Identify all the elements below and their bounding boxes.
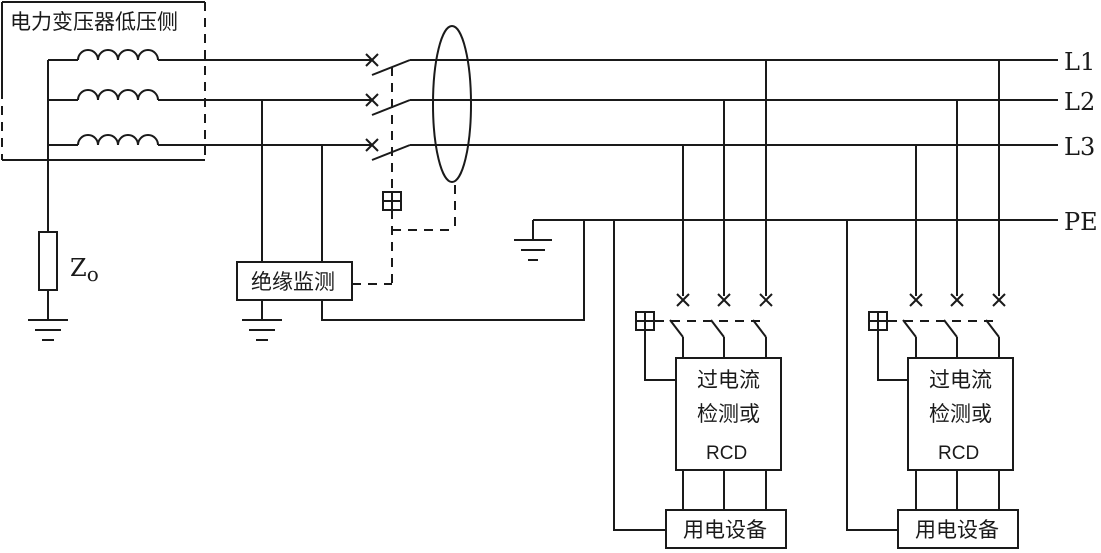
- protection-label-2b: 检测或: [929, 402, 992, 426]
- protection-label-2a: 过电流: [929, 368, 992, 392]
- current-transformer-ring: [432, 25, 472, 183]
- protection-label-2c: RCD: [938, 443, 979, 464]
- impedance-label: Zo: [70, 254, 99, 286]
- branch-1: [613, 60, 787, 549]
- line-label-l3: L3: [1064, 133, 1095, 161]
- line-label-pe: PE: [1064, 208, 1098, 236]
- line-label-l2: L2: [1064, 88, 1095, 116]
- transformer-windings: [47, 49, 205, 232]
- ground-symbol-monitor: [242, 319, 282, 341]
- protection-label-1b: 检测或: [697, 402, 760, 426]
- supply-lines: [205, 59, 372, 262]
- protection-label-1c: RCD: [706, 443, 747, 464]
- branch-2: [846, 60, 1019, 549]
- protection-label-1a: 过电流: [697, 368, 760, 392]
- main-bus: [410, 59, 1058, 221]
- line-label-l1: L1: [1064, 48, 1095, 76]
- ground-symbol-source: [28, 319, 68, 341]
- insulation-monitor-label: 绝缘监测: [251, 270, 335, 294]
- ground-symbol-pe: [514, 220, 552, 261]
- equipment-label-1: 用电设备: [683, 518, 767, 542]
- transformer-boundary: [1, 1, 206, 161]
- main-breaker: [365, 53, 411, 190]
- neutral-impedance: [38, 231, 58, 320]
- transformer-label: 电力变压器低压侧: [10, 10, 178, 34]
- breaker-trip-coil-main: [382, 191, 402, 211]
- transformer-label-bg: [5, 4, 195, 38]
- insulation-monitor-box: [236, 261, 353, 301]
- equipment-label-2: 用电设备: [915, 518, 999, 542]
